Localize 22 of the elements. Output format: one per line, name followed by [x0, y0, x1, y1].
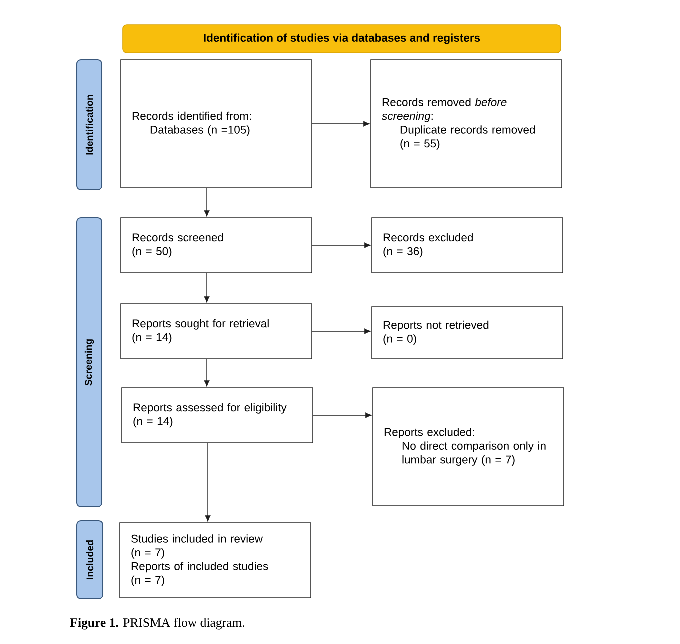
arrow: [312, 328, 371, 334]
process-box: Records screened (n = 50): [120, 218, 312, 274]
arrow: [313, 412, 372, 418]
process-box: Reports excluded: No direct comparison only in lumbar surgery (n = 7): [372, 388, 564, 506]
process-box: Studies included in review (n = 7) Reports of included studies (n = 7): [120, 522, 312, 598]
arrow: [204, 359, 210, 387]
phase-label-bar: Screening: [76, 218, 102, 508]
arrow: [205, 443, 211, 522]
arrow: [204, 273, 210, 303]
header-banner: Identification of studies via databases and registers: [122, 24, 562, 54]
process-box: Reports assessed for eligibility (n = 14): [122, 388, 314, 444]
phase-label-bar: Included: [76, 520, 104, 600]
process-box: Records excluded (n = 36): [372, 218, 564, 274]
phase-label-bar: Identification: [76, 60, 102, 190]
process-box: Reports sought for retrieval (n = 14): [120, 304, 312, 360]
arrow: [312, 242, 371, 248]
process-box: Records identified from: Databases (n =105): [120, 60, 312, 188]
process-box: Records removed before screening: Duplicate records removed (n = 55): [370, 60, 562, 188]
figure-caption: Figure 1. PRISMA flow diagram.: [70, 618, 244, 630]
arrow: [204, 188, 210, 217]
process-box: Reports not retrieved (n = 0): [372, 306, 564, 360]
arrow: [312, 121, 370, 127]
